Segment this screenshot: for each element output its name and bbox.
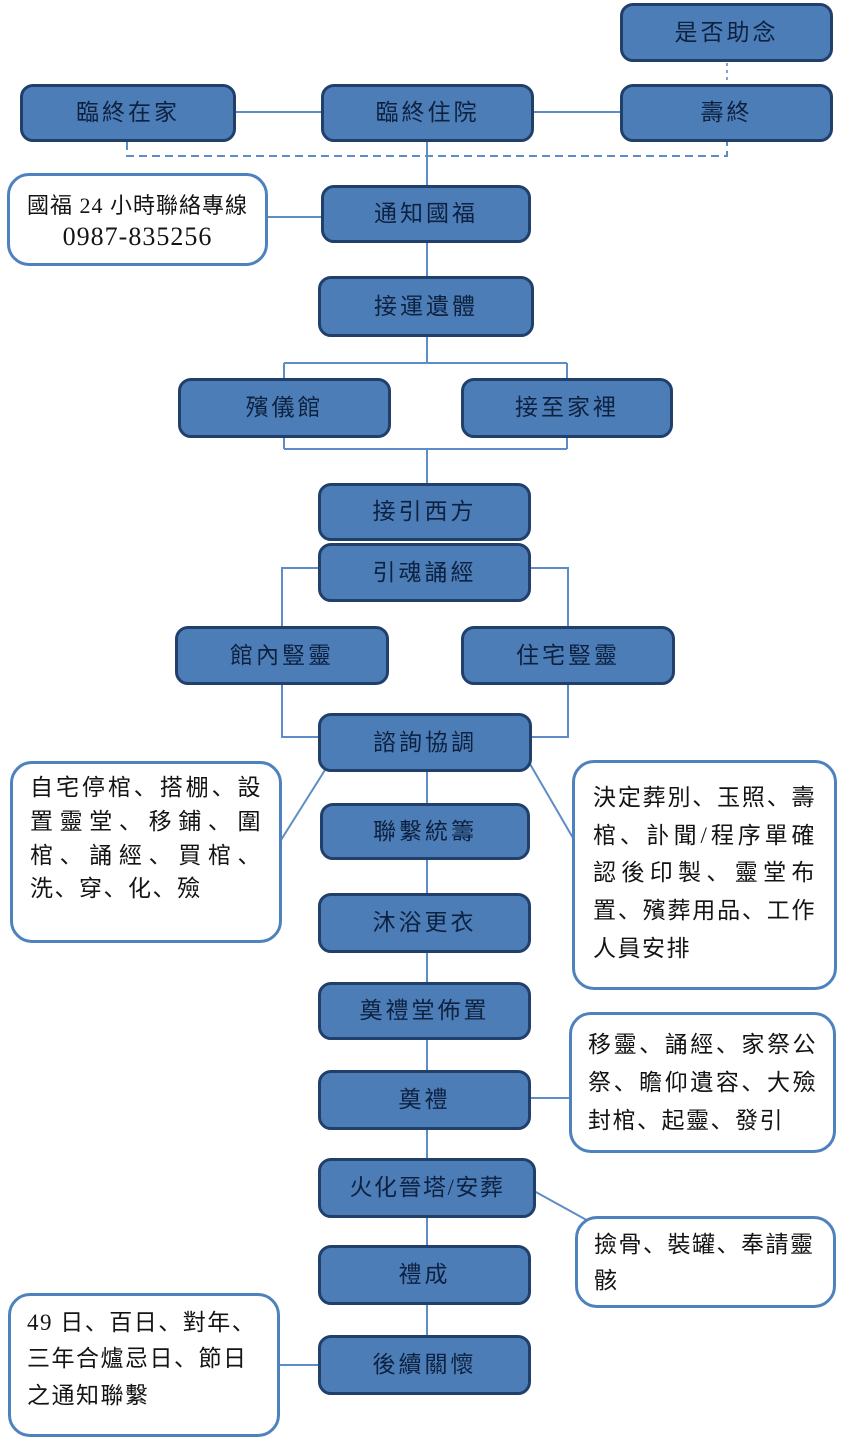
node-life-end: 壽終 [620,84,833,142]
node-label: 諮詢協調 [373,729,477,755]
node-dying-in-hospital: 臨終住院 [321,84,534,142]
callout-followup-dates: 49 日、百日、對年、三年合爐忌日、節日之通知聯繫 [8,1293,280,1437]
node-soul-chanting: 引魂誦經 [318,543,531,602]
connector-soul-altarhome [530,567,569,626]
node-liaison-planning: 聯繫統籌 [320,803,530,860]
callout-text: 49 日、百日、對年、三年合爐忌日、節日之通知聯繫 [27,1310,257,1408]
node-label: 奠禮 [398,1087,451,1113]
node-guide-west: 接引西方 [318,483,531,541]
node-label: 接運遺體 [374,293,478,319]
node-label: 住宅豎靈 [516,642,620,668]
connector-consult-decisions [529,763,574,839]
node-label: 殯儀館 [245,395,324,421]
node-hall-setup: 奠禮堂佈置 [318,982,531,1040]
callout-text: 決定葬別、玉照、壽棺、訃聞/程序單確認後印製、靈堂布置、殯葬用品、工作人員安排 [593,785,816,961]
node-label: 聯繫統籌 [373,818,477,844]
node-altar-parlor: 館內豎靈 [175,626,389,685]
callout-home-coffin: 自宅停棺、搭棚、設置靈堂、移鋪、圍棺、誦經、買棺、洗、穿、化、殮 [10,761,282,943]
node-label: 館內豎靈 [230,642,334,668]
node-followup-care: 後續關懷 [318,1335,531,1395]
node-label: 後續關懷 [372,1352,477,1378]
node-label: 奠禮堂佈置 [359,998,490,1024]
callout-ceremony-items: 移靈、誦經、家祭公祭、瞻仰遺容、大殮封棺、起靈、發引 [569,1012,836,1153]
callout-bone-collection: 撿骨、裝罐、奉請靈骸 [575,1216,836,1308]
node-label: 臨終在家 [76,100,180,126]
callout-hotline: 國福 24 小時聯絡專線 0987-835256 [7,173,268,266]
callout-text: 移靈、誦經、家祭公祭、瞻仰遺容、大殮封棺、起靈、發引 [588,1032,817,1133]
node-cremation-burial: 火化晉塔/安葬 [318,1158,536,1218]
node-bathing-dressing: 沐浴更衣 [318,893,531,953]
node-label: 接引西方 [372,499,477,525]
node-altar-home: 住宅豎靈 [461,626,675,685]
callout-decisions: 決定葬別、玉照、壽棺、訃聞/程序單確認後印製、靈堂布置、殯葬用品、工作人員安排 [572,760,837,990]
node-transport-remains: 接運遺體 [318,276,534,337]
node-chanting-check: 是否助念 [620,3,833,62]
callout-text: 撿骨、裝罐、奉請靈骸 [594,1232,815,1293]
node-label: 接至家裡 [515,395,619,421]
connector-soul-altarparlor [281,567,318,626]
node-bring-home: 接至家裡 [461,378,673,438]
connector-consult-homecoffin [280,769,326,841]
node-rite-complete: 禮成 [318,1245,531,1305]
node-label: 引魂誦經 [372,559,477,585]
connector-altarhome-consult [530,685,569,738]
node-label: 壽終 [700,100,753,126]
node-label: 火化晉塔/安葬 [349,1175,505,1201]
node-ceremony: 奠禮 [318,1070,531,1130]
connector-cremation-bones [533,1190,593,1224]
node-label: 沐浴更衣 [372,910,477,936]
node-label: 通知國福 [374,201,478,227]
node-label: 臨終住院 [375,100,480,126]
node-label: 禮成 [398,1262,451,1288]
node-consult-coordinate: 諮詢協調 [318,713,532,772]
callout-text: 自宅停棺、搭棚、設置靈堂、移鋪、圍棺、誦經、買棺、洗、穿、化、殮 [30,775,262,902]
node-funeral-parlor: 殯儀館 [178,378,391,438]
connector-altarparlor-consult [281,685,318,738]
hotline-phone-number: 0987-835256 [62,221,213,251]
hotline-label: 國福 24 小時聯絡專線 [26,192,248,218]
node-dying-at-home: 臨終在家 [20,84,236,142]
node-label: 是否助念 [674,19,779,45]
node-notify-guofu: 通知國福 [321,185,531,243]
